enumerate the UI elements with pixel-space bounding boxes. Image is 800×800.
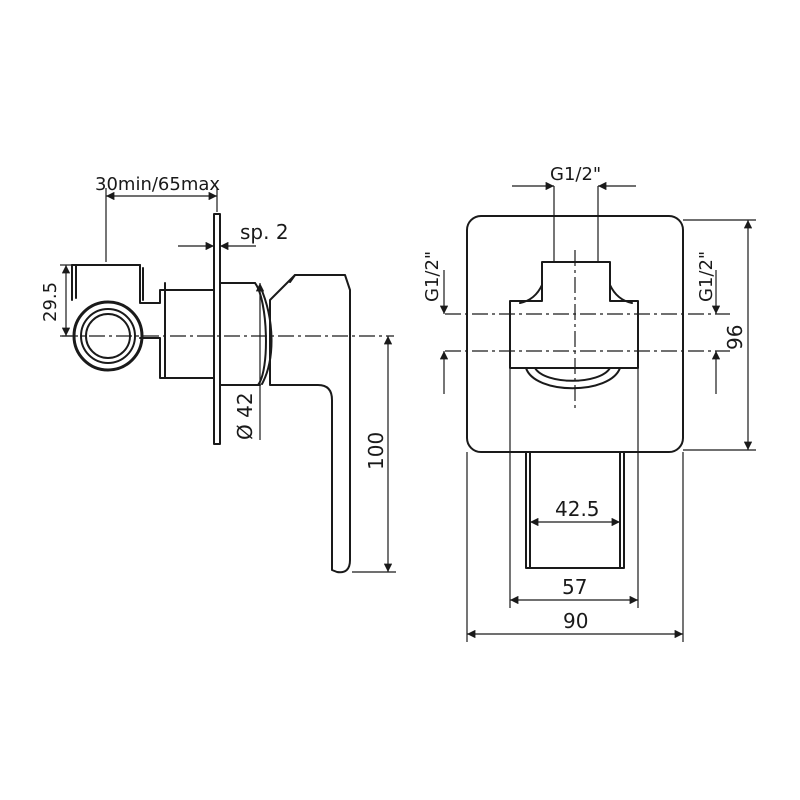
dim-left-thread: G1/2"	[422, 251, 449, 394]
dim-top-thread: G1/2"	[512, 164, 636, 262]
plate-width-label: 90	[563, 609, 588, 633]
right-thread-label: G1/2"	[696, 251, 717, 302]
lever-handle-front	[525, 451, 625, 569]
lever-inner-label: 42.5	[555, 497, 600, 521]
wall-plate	[213, 213, 221, 445]
body-width-label: 57	[562, 575, 587, 599]
side-view: 30min/65max sp. 2 29.5 Ø 42 100	[40, 174, 396, 574]
mixer-body-front	[509, 261, 639, 369]
lever-handle-side	[269, 274, 351, 574]
plate-label: sp. 2	[240, 220, 289, 244]
inlet-height-label: 29.5	[40, 282, 61, 322]
dim-lever-inner: 42.5	[530, 497, 620, 527]
left-thread-label: G1/2"	[422, 251, 443, 302]
dim-depth: 30min/65max	[95, 174, 220, 262]
dim-right-thread: G1/2"	[696, 251, 721, 394]
lever-length-label: 100	[364, 432, 388, 470]
height-label: 96	[723, 325, 747, 350]
inlet-connector	[71, 264, 215, 379]
dim-plate-thickness: sp. 2	[178, 220, 289, 251]
top-thread-label: G1/2"	[550, 164, 601, 185]
dim-height: 96	[683, 219, 756, 451]
dim-plate-width: 90	[466, 452, 684, 642]
dim-lever-length: 100	[352, 336, 396, 573]
front-view: G1/2" G1/2" G1/2" 96 42.5	[422, 164, 756, 642]
depth-label: 30min/65max	[95, 174, 220, 195]
diameter-label: Ø 42	[233, 392, 257, 440]
mixer-body-side	[164, 282, 273, 386]
dim-diameter: Ø 42	[233, 283, 265, 440]
inlet-pipe-inner	[80, 308, 136, 364]
dim-inlet-height: 29.5	[40, 264, 72, 337]
dim-body-width: 57	[509, 368, 639, 608]
